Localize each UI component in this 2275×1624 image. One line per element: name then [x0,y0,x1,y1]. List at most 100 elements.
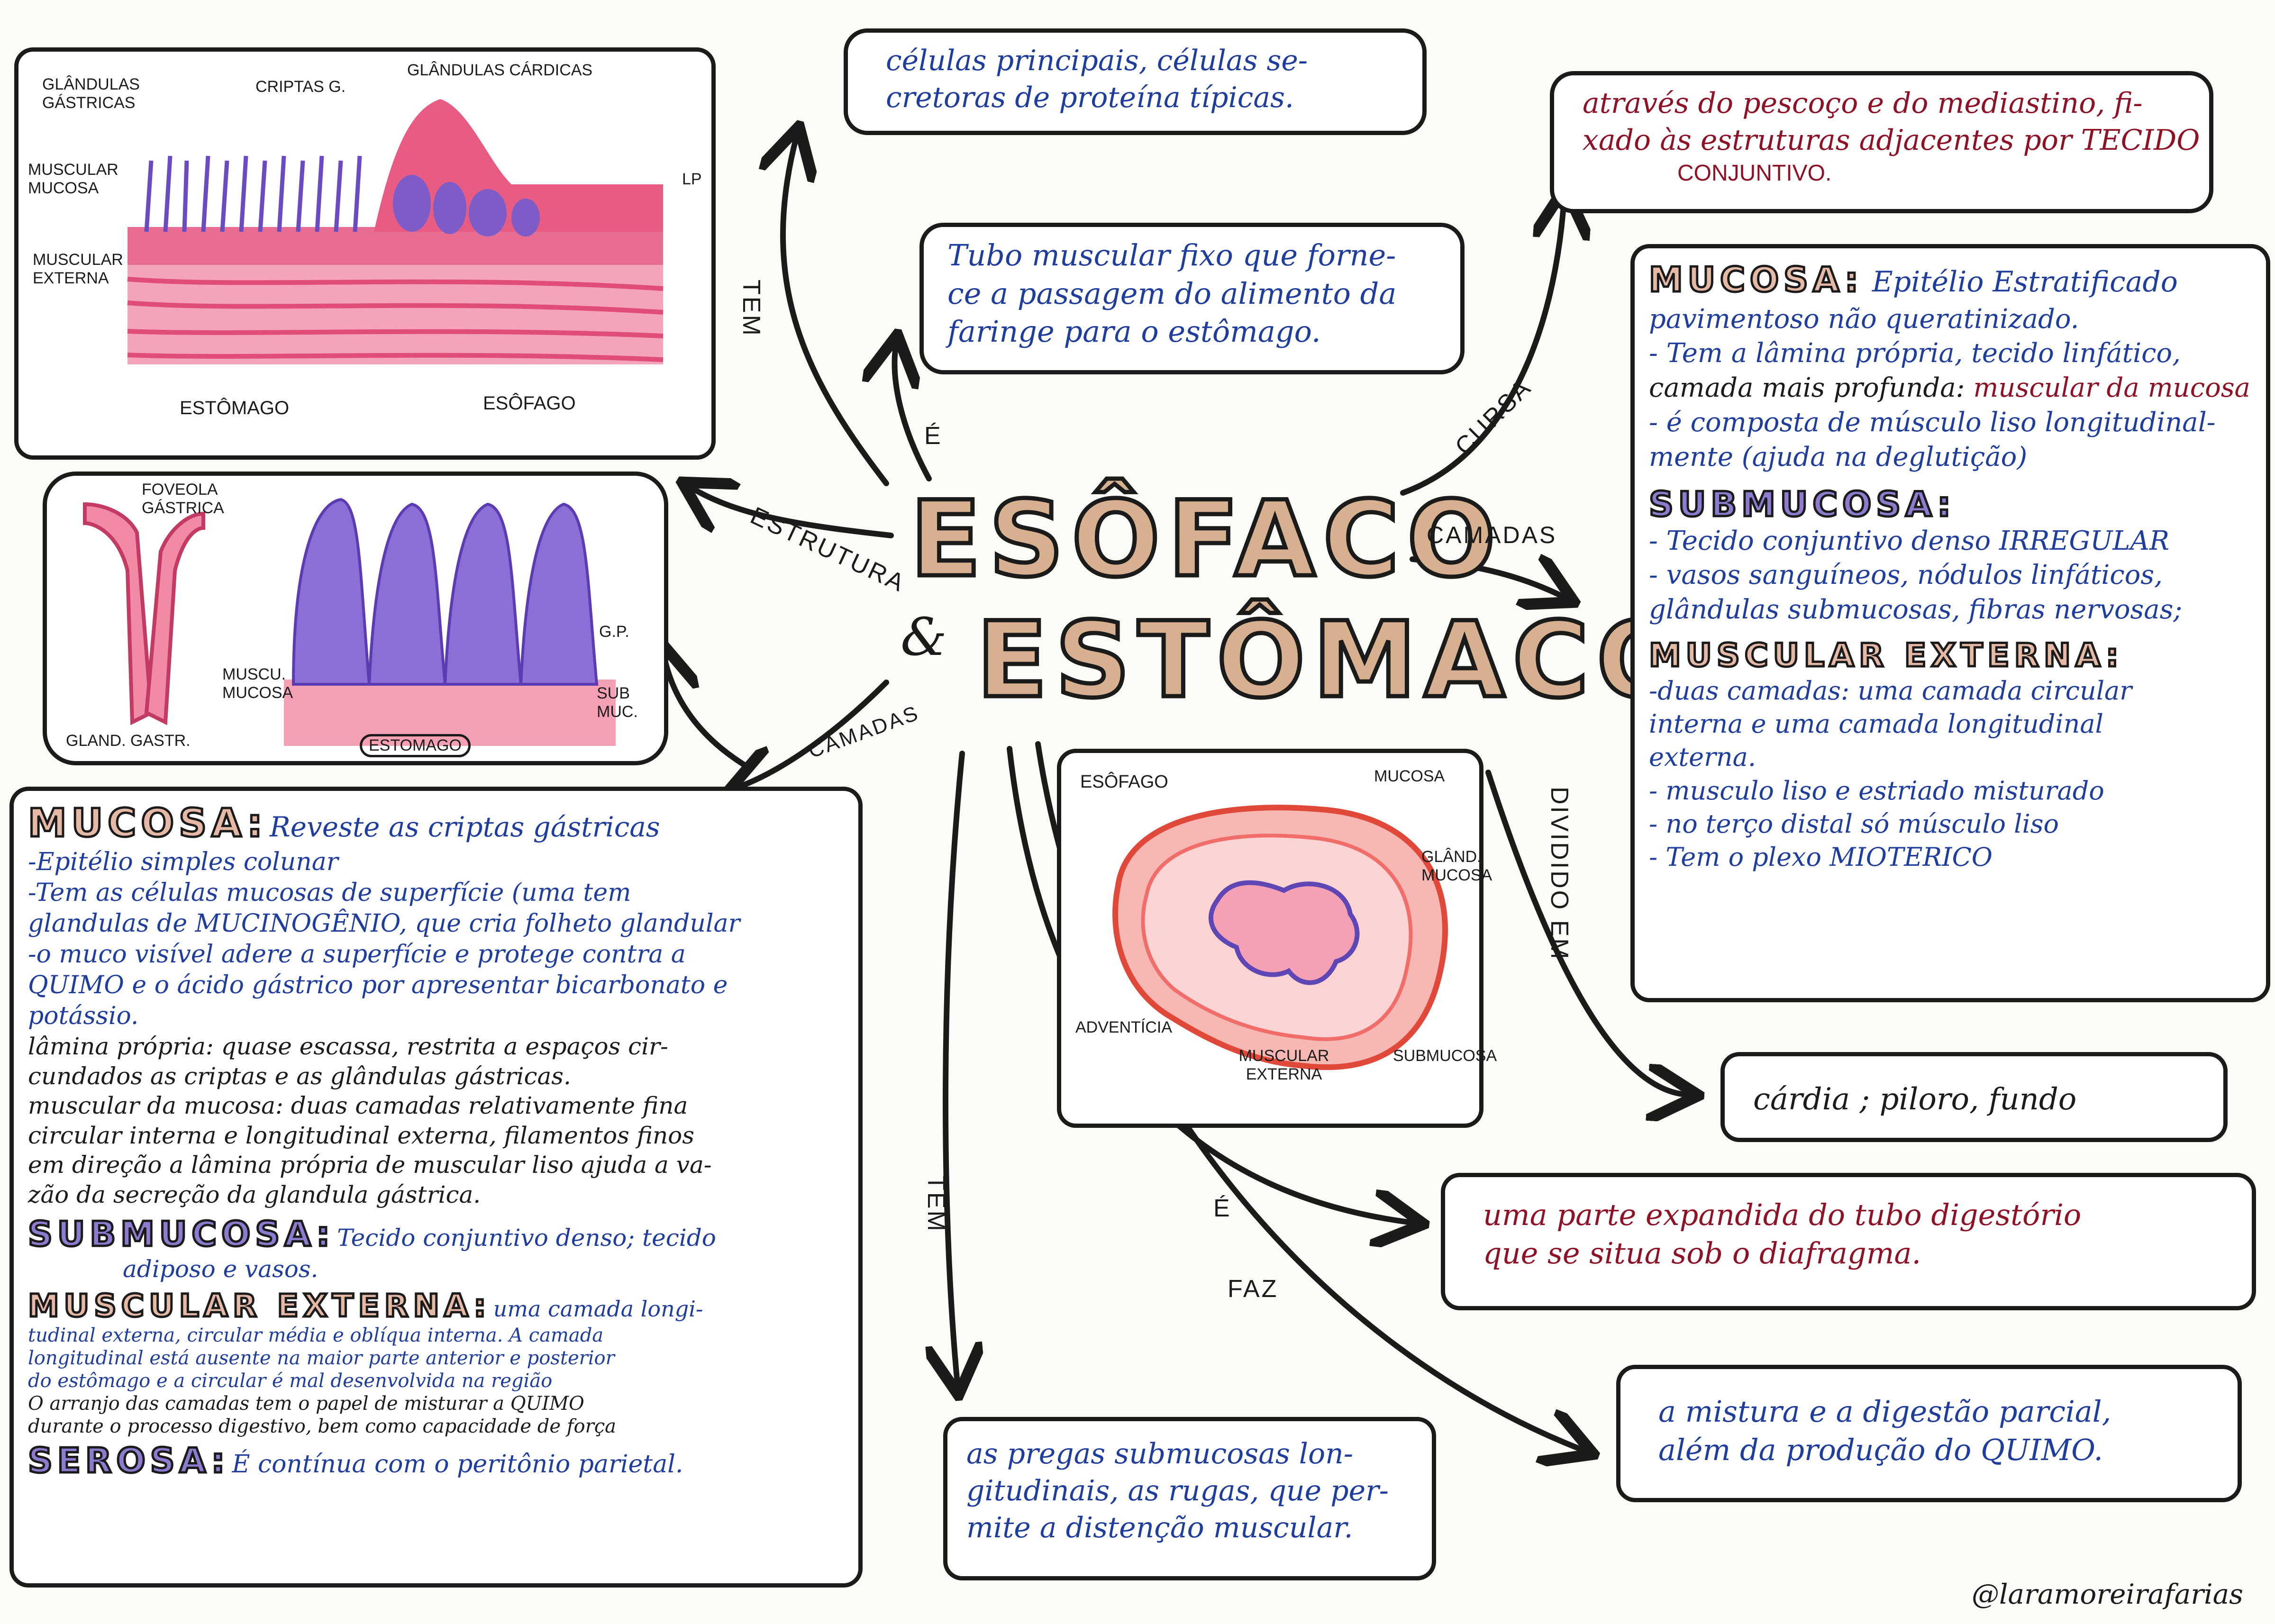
label-e-top: É [924,422,943,450]
note-tube-line-3: faringe para o estômago. [947,314,1321,349]
label-tem-top: TEM [737,280,765,337]
arrow-dividido [1485,770,1687,1095]
note-course: através do pescoço e do mediastino, fi- … [1550,71,2213,213]
stomach-muscular-line-1: uma camada longi- [493,1296,703,1322]
label-foveola: FOVEOLA GÁSTRICA [142,481,224,517]
note-expanded-line-2: que se situa sob o diafragma. [1483,1235,1921,1270]
stomach-muscular-line-2: tudinal externa, circular média e oblíqu… [28,1325,604,1347]
stomach-mucosa-line-1: -Epitélio simples colunar [28,848,338,877]
arrow-hist-mid [664,654,752,771]
esophagus-mucosa-line-6: - é composta de músculo liso longitudina… [1649,407,2216,438]
histology-mid-panel: FOVEOLA GÁSTRICA G.P. MUSCU. MUCOSA SUB … [43,472,668,765]
label-gp: G.P. [599,623,629,641]
esophagus-muscular-line-2: interna e uma camada longitudinal [1649,709,2103,739]
arrow-camadas-right [1410,559,1564,597]
esophagus-mucosa-line-2: pavimentoso não queratinizado. [1649,303,2079,335]
note-folds-line-3: mite a distenção muscular. [966,1511,1353,1544]
esophagus-mucosa-line-7: mente (ajuda na deglutição) [1649,441,2028,472]
esophagus-muscular-line-3: externa. [1649,742,1756,772]
esophagus-mucosa-line-1: Epitélio Estratificado [1872,265,2178,299]
arrow-estrutura [692,488,894,538]
label-glandulas-gastricas: GLÂNDULAS GÁSTRICAS [42,75,140,112]
esophagus-muscular-line-5: - no terço distal só músculo liso [1649,808,2059,839]
cs-label-gland-mucosa: GLÂND. MUCOSA [1421,848,1492,884]
label-estomago: ESTÔMAGO [180,398,290,418]
arrow-camadas-left [739,680,889,787]
label-estomago-mid: ESTOMAGO [360,734,471,757]
label-camadas-right: CAMADAS [1427,522,1557,548]
stomach-mucosa-line-5: QUIMO e o ácido gástrico por apresentar … [28,971,728,1000]
esophagus-muscular-line-1: -duas camadas: uma camada circular [1649,675,2132,706]
stomach-mucosa-intro: Reveste as criptas gástricas [270,811,660,843]
label-gland-gastr: GLAND. GASTR. [66,732,191,750]
label-criptas: CRIPTAS G. [255,78,346,96]
note-expanded-line-1: uma parte expandida do tubo digestório [1483,1198,2082,1232]
stomach-submucosa-title: SUBMUCOSA: [27,1213,335,1255]
esophagus-submucosa-line-1: - Tecido conjuntivo denso IRREGULAR [1649,525,2170,556]
title-line-1: ESÔFACO [908,477,1503,602]
label-muscular-mucosa: MUSCULAR MUCOSA [28,161,118,197]
cross-section-drawing [1112,805,1448,1071]
cs-label-submucosa: SUBMUCOSA [1393,1047,1497,1065]
stomach-mucosa-line-4: -o muco visível adere a superfície e pro… [28,940,686,969]
stomach-layers-panel: MUCOSA: Reveste as criptas gástricas -Ep… [9,787,863,1588]
stomach-muscular-title: MUSCULAR EXTERNA: [27,1287,491,1325]
note-folds-line-2: gitudinais, as rugas, que per- [966,1474,1389,1507]
stomach-lamina-line-1: lâmina própria: quase escassa, restrita … [28,1033,668,1061]
esophagus-mucosa-heading: MUCOSA: Epitélio Estratificado [1648,258,2260,302]
note-course-line-3: CONJUNTIVO. [1677,161,1832,186]
note-folds: as pregas submucosas lon- gitudinais, as… [943,1417,1436,1580]
note-course-line-1: através do pescoço e do mediastino, fi- [1583,87,2143,120]
stomach-lamina-line-2: cundados as criptas e as glândulas gástr… [28,1062,571,1090]
esophagus-mucosa-line-5: muscular da mucosa [1973,372,2250,404]
label-muscular-externa: MUSCULAR EXTERNA [33,251,123,287]
stomach-submucosa-line-2: adiposo e vasos. [123,1255,318,1283]
note-mixing-line-2: além da produção do QUIMO. [1658,1432,2103,1467]
label-dividido-em: DIVIDIDO EM [1546,787,1573,961]
label-muscu-mucosa: MUSCU. MUCOSA [222,665,293,702]
histology-top-panel: GLÂNDULAS GÁSTRICAS CRIPTAS G. GLÂNDULAS… [14,47,716,460]
note-divided: cárdia ; piloro, fundo [1720,1052,2228,1142]
stomach-mm-line-3: em direção a lâmina própria de muscular … [28,1151,712,1179]
esophagus-submucosa-line-2: - vasos sanguíneos, nódulos linfáticos, [1649,560,2163,591]
arrow-cursa [1400,199,1564,496]
label-faz: FAZ [1228,1275,1279,1303]
title-line-2: ESTÔMACO [974,598,1693,723]
stomach-mm-line-4: zão da secreção da glandula gástrica. [28,1180,481,1208]
note-mixing: a mistura e a digestão parcial, além da … [1616,1365,2242,1502]
stomach-mucosa-line-2: -Tem as células mucosas de superfície (u… [28,879,631,907]
stomach-muscular-line-4: do estômago e a circular é mal desenvolv… [28,1370,553,1392]
author-signature: @laramoreirafarias [1972,1578,2243,1610]
histology-mid-drawing [83,498,616,746]
note-tube-line-1: Tubo muscular fixo que forne- [947,238,1396,272]
note-mixing-line-1: a mistura e a digestão parcial, [1658,1394,2111,1429]
arrow-tem-top [783,137,889,486]
stomach-mucosa-line-3: glandulas de MUCINOGÊNIO, que cria folhe… [28,909,740,938]
note-tube: Tubo muscular fixo que forne- ce a passa… [919,223,1465,374]
esophagus-muscular-title: MUSCULAR EXTERNA: [1648,635,2124,675]
esophagus-layers-panel: MUCOSA: Epitélio Estratificado pavimento… [1630,244,2270,1002]
stomach-muscular-line-5: O arranjo das camadas tem o papel de mis… [28,1393,584,1415]
note-cells-line-1: células principais, células se- [886,44,1308,77]
stomach-mucosa-title: MUCOSA: [27,800,267,847]
esophagus-muscular-line-6: - Tem o plexo MIOTERICO [1649,842,1993,872]
esophagus-mucosa-line-4: camada mais profunda: [1649,372,1965,404]
label-glandulas-cardicas: GLÂNDULAS CÁRDICAS [407,61,593,79]
cs-label-muscular-externa: MUSCULAR EXTERNA [1238,1047,1329,1083]
stomach-muscular-line-6: durante o processo digestivo, bem como c… [28,1415,616,1438]
note-course-line-2: xado às estruturas adjacentes por TECIDO [1583,124,2200,157]
note-expanded: uma parte expandida do tubo digestório q… [1441,1173,2256,1310]
note-tube-line-2: ce a passagem do alimento da [947,276,1397,311]
note-cells-line-2: cretoras de proteína típicas. [886,81,1294,114]
cs-label-adventicia: ADVENTÍCIA [1075,1018,1173,1036]
cs-label-mucosa: MUCOSA [1374,767,1445,785]
label-e-bottom: É [1213,1195,1232,1222]
label-esofago: ESÔFAGO [483,393,576,414]
esophagus-mucosa-title: MUCOSA: [1648,259,1863,301]
title-ampersand: & [901,607,947,667]
stomach-mm-line-1: muscular da mucosa: duas camadas relativ… [28,1092,688,1120]
esophagus-muscular-line-4: - musculo liso e estriado misturado [1649,775,2104,806]
note-cells: células principais, células se- cretoras… [844,28,1427,135]
cross-section-panel: ESÔFAGO MUCOSA GLÂND. MUCOSA ADVENTÍCIA … [1057,749,1497,1128]
note-divided-text: cárdia ; piloro, fundo [1753,1082,2077,1117]
